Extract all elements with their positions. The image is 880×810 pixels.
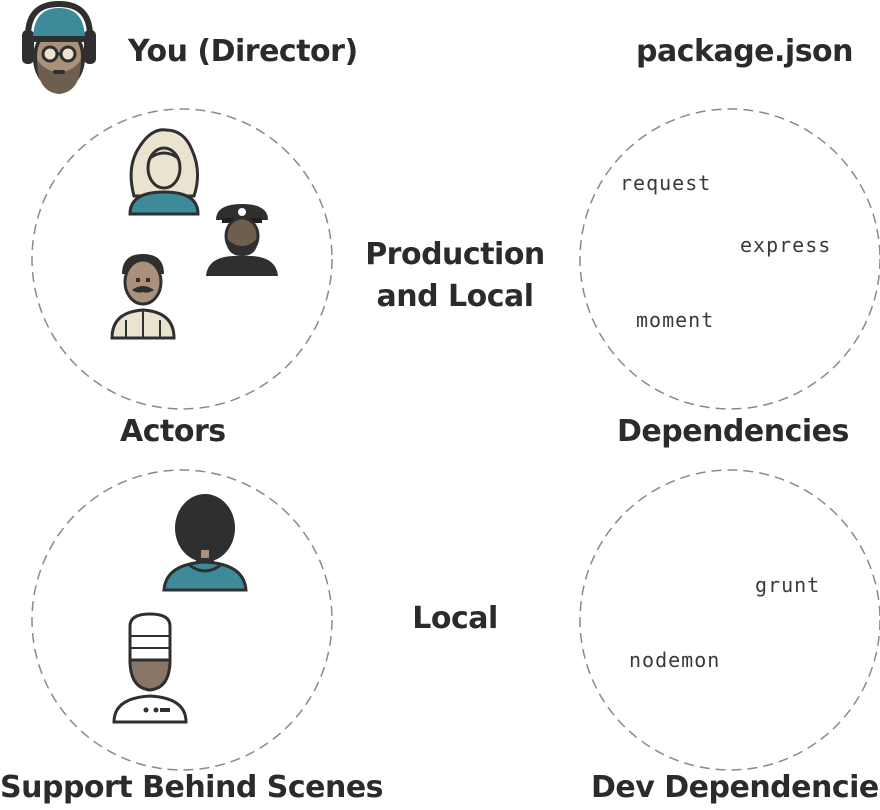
dependency-item: express bbox=[740, 233, 832, 257]
actress-icon bbox=[128, 128, 200, 216]
dependency-item: moment bbox=[636, 308, 715, 332]
director-label: You (Director) bbox=[128, 34, 358, 69]
chef-icon bbox=[112, 612, 188, 724]
dev-dependency-item: nodemon bbox=[629, 648, 721, 672]
production-label-line1: Production bbox=[365, 237, 545, 272]
local-label: Local bbox=[412, 601, 498, 636]
director-avatar-icon bbox=[22, 0, 96, 94]
actors-circle bbox=[31, 108, 333, 410]
production-label-line2: and Local bbox=[376, 279, 534, 314]
dev-dependencies-circle bbox=[579, 469, 880, 771]
actors-caption: Actors bbox=[120, 414, 226, 449]
mustache-man-icon bbox=[110, 254, 176, 340]
police-officer-icon bbox=[206, 204, 278, 276]
support-circle bbox=[31, 469, 333, 771]
dependency-item: request bbox=[620, 171, 712, 195]
silhouette-person-icon bbox=[162, 494, 248, 592]
dev-dependency-item: grunt bbox=[755, 573, 821, 597]
dependencies-circle bbox=[579, 108, 880, 410]
dependencies-caption: Dependencies bbox=[617, 414, 849, 449]
dev-dependencies-caption: Dev Dependencies bbox=[591, 770, 880, 805]
package-json-label: package.json bbox=[636, 34, 854, 69]
support-caption: Support Behind Scenes bbox=[0, 770, 384, 805]
